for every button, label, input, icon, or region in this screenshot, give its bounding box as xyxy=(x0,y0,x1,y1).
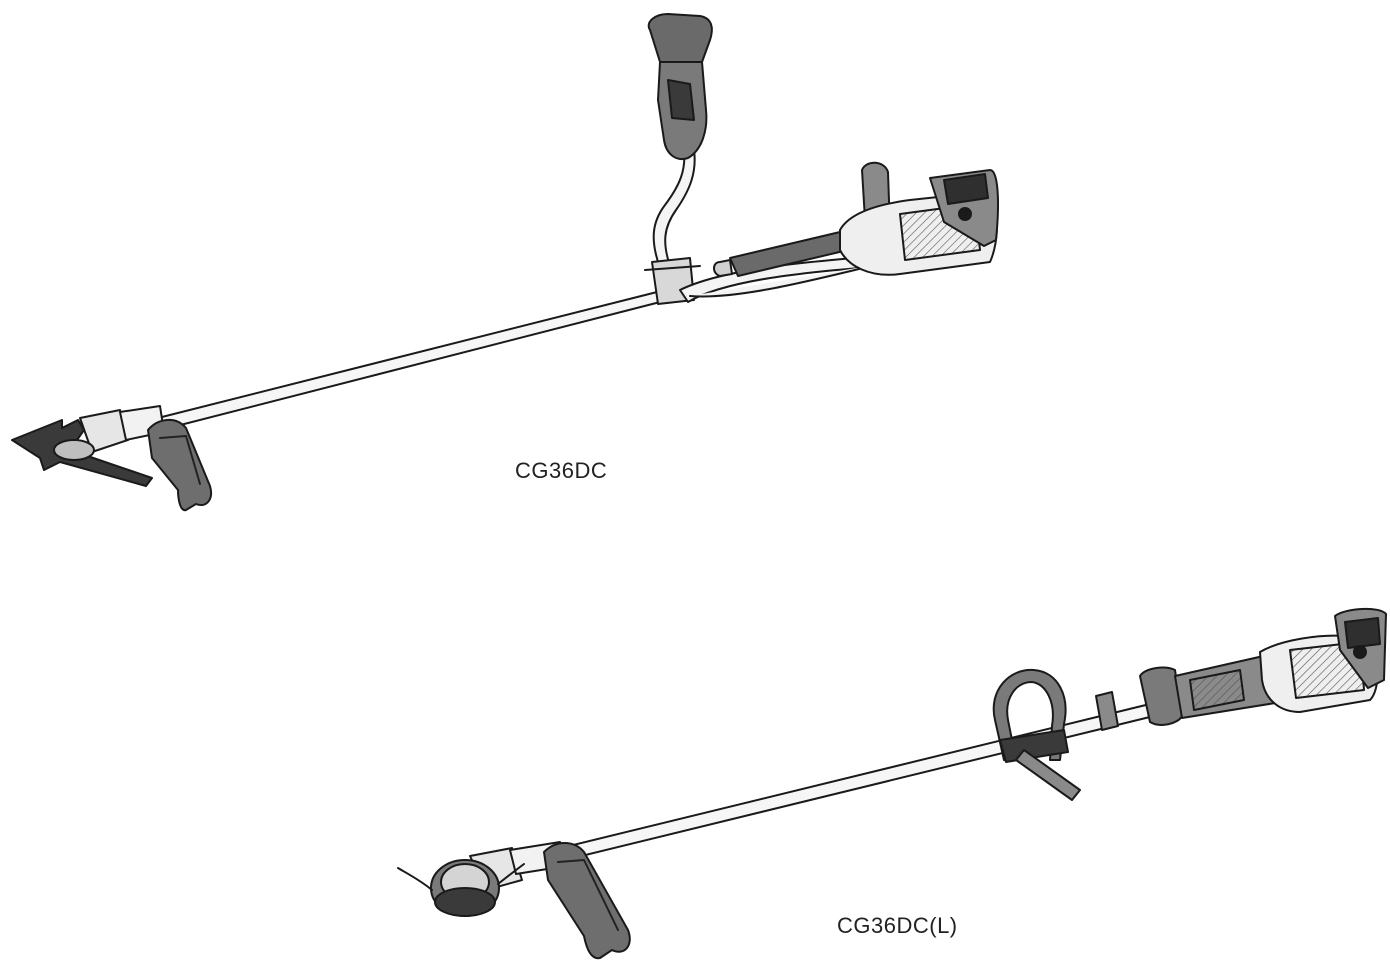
model-label-cg36dc: CG36DC xyxy=(515,458,608,483)
cg36dcl-illustration xyxy=(397,608,1387,960)
cg36dc-illustration xyxy=(11,13,999,512)
cg36dc-cutting-head xyxy=(11,405,212,512)
cg36dcl-loop-handle xyxy=(992,668,1119,801)
cg36dc-motor-housing xyxy=(839,169,999,276)
cg36dcl-cutting-head xyxy=(397,841,631,960)
model-label-cg36dcl: CG36DC(L) xyxy=(837,913,958,938)
cg36dc-shaft xyxy=(149,289,669,433)
cg36dcl-motor-housing xyxy=(1139,608,1387,726)
